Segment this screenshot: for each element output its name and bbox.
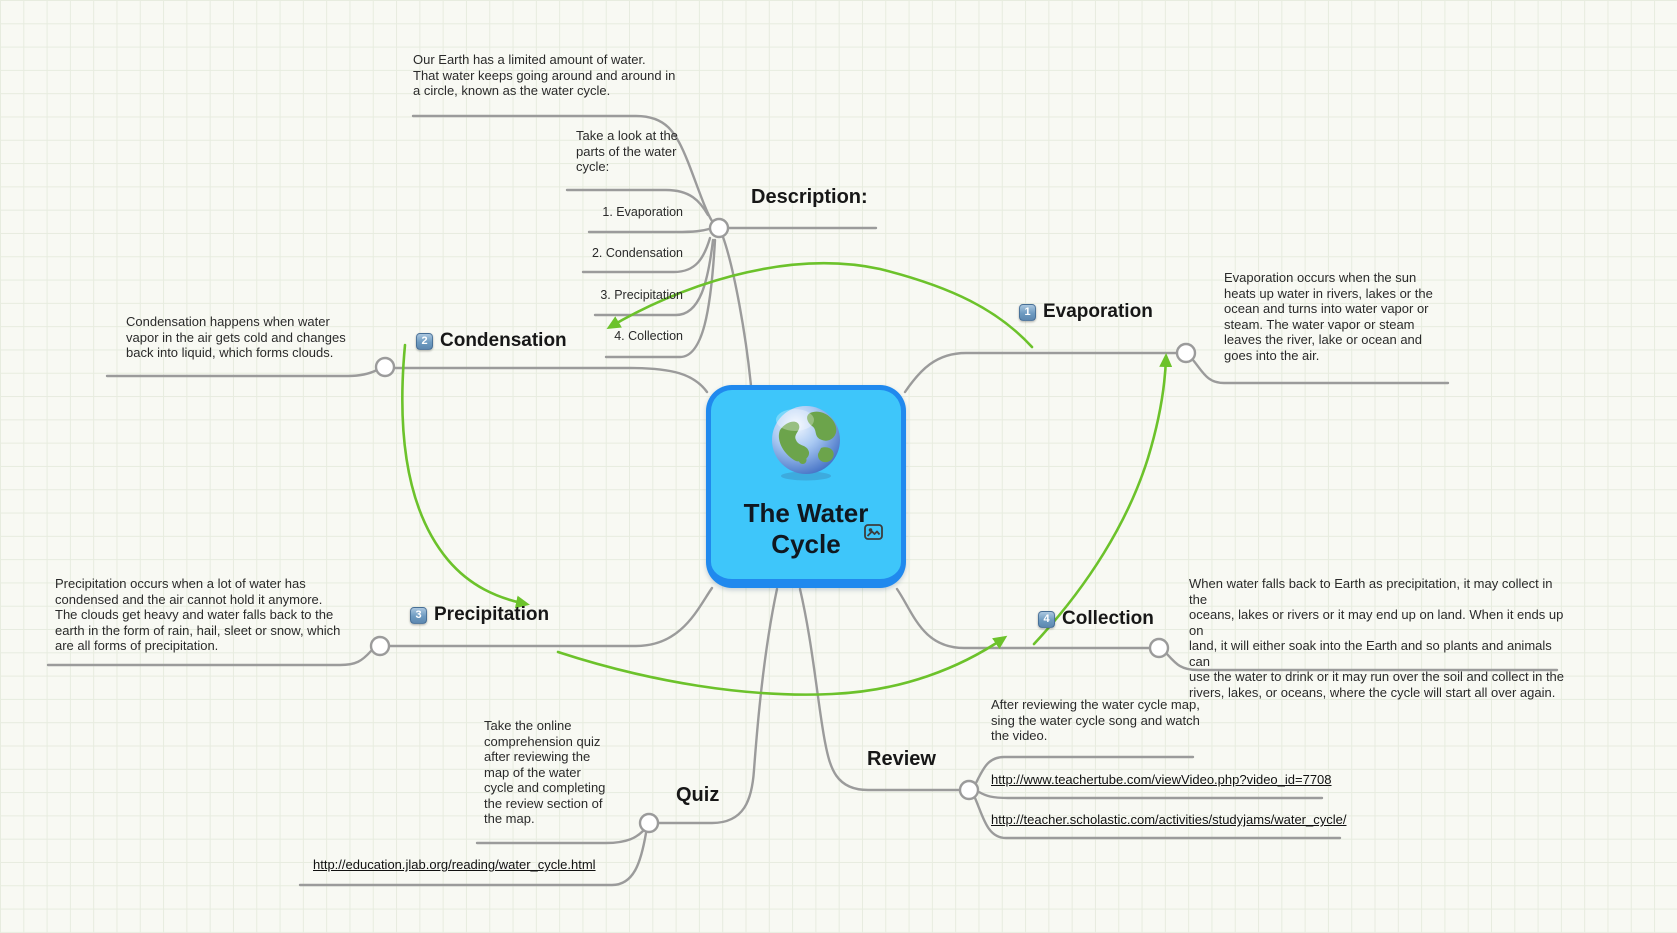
- review-link-teachertube[interactable]: http://www.teachertube.com/viewVideo.php…: [991, 772, 1332, 787]
- topic-collection[interactable]: 4 Collection: [1038, 608, 1154, 630]
- image-attachment-icon[interactable]: [863, 522, 884, 542]
- branch-review-line: [798, 587, 962, 792]
- description-note: Our Earth has a limited amount of water.…: [413, 52, 676, 98]
- evaporation-note: Evaporation occurs when the sun heats up…: [1224, 270, 1433, 363]
- central-topic[interactable]: The Water Cycle: [706, 385, 906, 588]
- branch-description-item2-line: [581, 236, 712, 274]
- junction-condensation[interactable]: [374, 356, 396, 378]
- branch-condensation-note-line: [105, 368, 379, 378]
- number-1-badge-icon: 1: [1019, 303, 1036, 321]
- branch-description-intro-line: [565, 188, 710, 217]
- branch-description-note-line: [411, 114, 714, 223]
- branch-lines: [46, 114, 1559, 887]
- cycle-arrow-precipitation-to-collection: [556, 635, 1008, 696]
- description-item-evaporation: 1. Evaporation: [602, 205, 683, 219]
- number-4-badge-icon: 4: [1038, 610, 1055, 628]
- branch-evaporation-note-line: [1191, 358, 1450, 385]
- branch-center-to-description: [721, 235, 753, 388]
- topic-condensation-label: Condensation: [440, 330, 567, 351]
- review-note: After reviewing the water cycle map, sin…: [991, 697, 1200, 743]
- branch-condensation-line: [392, 366, 709, 394]
- collection-note: When water falls back to Earth as precip…: [1189, 576, 1565, 700]
- topic-precipitation-label: Precipitation: [434, 604, 550, 625]
- description-item-condensation: 2. Condensation: [591, 246, 683, 260]
- topic-evaporation[interactable]: 1 Evaporation: [1019, 301, 1153, 323]
- topic-condensation[interactable]: 2 Condensation: [416, 330, 567, 352]
- junction-collection[interactable]: [1148, 637, 1170, 659]
- branch-precipitation-note-line: [46, 649, 373, 667]
- branch-description-item4-line: [604, 238, 717, 359]
- branch-precipitation-line: [388, 586, 714, 648]
- central-topic-title: The Water Cycle: [743, 498, 869, 559]
- review-link-scholastic[interactable]: http://teacher.scholastic.com/activities…: [991, 812, 1347, 827]
- branch-evaporation-line: [903, 351, 1179, 394]
- branch-description-item3-line: [593, 238, 715, 317]
- junctions: [369, 217, 1197, 834]
- junction-description[interactable]: [708, 217, 730, 239]
- junction-evaporation[interactable]: [1175, 342, 1197, 364]
- description-label[interactable]: Description:: [751, 186, 868, 208]
- topic-precipitation[interactable]: 3 Precipitation: [410, 604, 549, 626]
- earth-globe-image: [772, 406, 840, 481]
- precipitation-note: Precipitation occurs when a lot of water…: [55, 576, 341, 653]
- quiz-link-jlab[interactable]: http://education.jlab.org/reading/water_…: [313, 857, 596, 872]
- number-3-badge-icon: 3: [410, 606, 427, 624]
- number-2-badge-icon: 2: [416, 332, 433, 350]
- branch-quiz-line: [657, 587, 779, 825]
- description-item-collection: 4. Collection: [614, 329, 683, 343]
- branch-review-link1-line: [977, 790, 1324, 800]
- description-intro-note: Take a look at the parts of the water cy…: [576, 128, 678, 174]
- branch-review-note-line: [974, 755, 1195, 785]
- branch-quiz-note-line: [475, 829, 645, 845]
- topic-review-label[interactable]: Review: [867, 748, 936, 770]
- branch-review-link2-line: [973, 796, 1342, 840]
- branch-description-item1-line: [587, 227, 711, 234]
- branch-quiz-link-line: [298, 831, 648, 887]
- cycle-arrow-collection-to-evaporation: [1032, 353, 1173, 646]
- topic-evaporation-label: Evaporation: [1043, 301, 1153, 322]
- branch-collection-note-line: [1165, 652, 1559, 672]
- junction-quiz[interactable]: [638, 812, 660, 834]
- cycle-arrow-condensation-to-precipitation: [400, 343, 530, 609]
- condensation-note: Condensation happens when water vapor in…: [126, 314, 346, 360]
- description-item-precipitation: 3. Precipitation: [600, 288, 683, 302]
- cycle-arrow-evaporation-to-condensation: [606, 262, 1034, 349]
- junction-review[interactable]: [958, 779, 980, 801]
- quiz-note: Take the online comprehension quiz after…: [484, 718, 606, 826]
- cycle-arrows: [400, 262, 1173, 696]
- junction-precipitation[interactable]: [369, 635, 391, 657]
- topic-quiz-label[interactable]: Quiz: [676, 784, 720, 806]
- branch-collection-line: [895, 587, 1152, 650]
- topic-collection-label: Collection: [1062, 608, 1154, 629]
